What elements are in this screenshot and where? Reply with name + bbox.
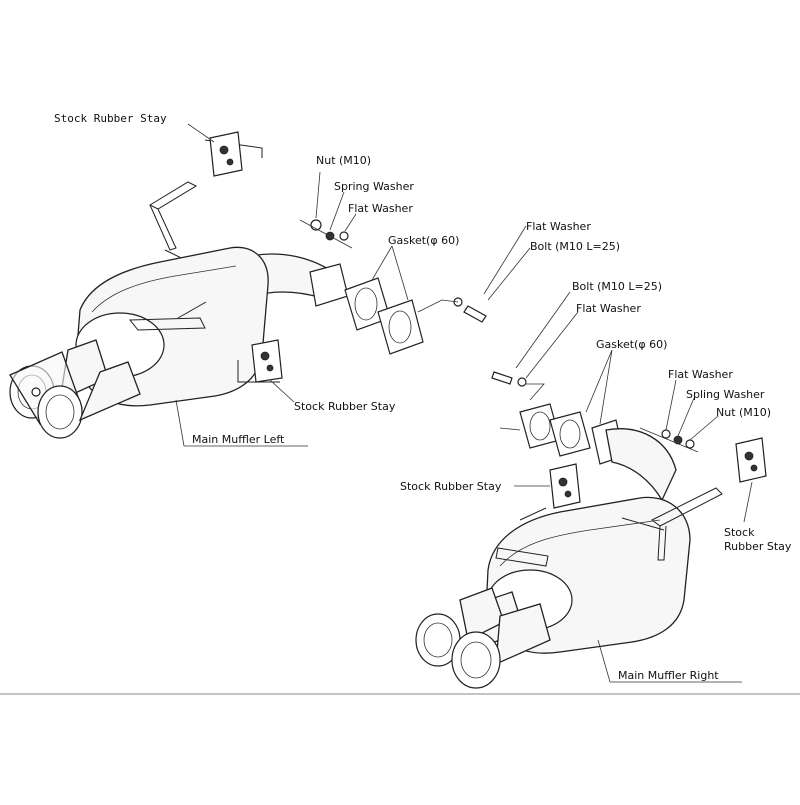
right-flat-washer-label: Flat Washer [576, 302, 641, 315]
left-pipe-flange [309, 263, 349, 307]
left-bolt-assembly [417, 297, 487, 323]
right-right-rubber-stay [735, 437, 767, 483]
right-nut-label: Nut (M10) [716, 406, 771, 419]
right-flat-washer-2-label: Flat Washer [668, 368, 733, 381]
left-flat-washer-2-label: Flat Washer [526, 220, 591, 233]
right-leader-lines [514, 291, 753, 683]
left-top-rubber-stay [209, 131, 243, 177]
left-muffler-label: Main Muffler Left [192, 433, 285, 446]
right-left-rubber-stay [549, 463, 581, 509]
right-right-stay-label-line2: Rubber Stay [724, 540, 792, 553]
left-leader-lines [175, 123, 531, 447]
right-muffler-label: Main Muffler Right [618, 669, 719, 682]
right-hardware [639, 427, 699, 453]
right-hanger-rod [621, 487, 723, 561]
left-spring-washer-label: Spring Washer [334, 180, 414, 193]
left-tail-tips [9, 339, 141, 439]
left-top-stay-label: Stock Rubber Stay [54, 112, 167, 125]
left-hardware [299, 219, 353, 249]
right-gasket-label: Gasket(φ 60) [596, 338, 667, 351]
right-connecting-pipe [591, 419, 677, 502]
left-lower-rubber-stay [251, 339, 283, 383]
right-bolt-label: Bolt (M10 L=25) [572, 280, 662, 293]
right-tail-tips [415, 587, 551, 689]
left-nut-label: Nut (M10) [316, 154, 371, 167]
right-assembly: Bolt (M10 L=25) Flat Washer Gasket(φ 60)… [400, 280, 792, 689]
left-gasket-label: Gasket(φ 60) [388, 234, 459, 247]
left-bolt-label: Bolt (M10 L=25) [530, 240, 620, 253]
left-assembly: Stock Rubber Stay Nut (M10) Spring Washe… [9, 112, 620, 447]
right-spring-washer-label: Spling Washer [686, 388, 765, 401]
left-flat-washer-label: Flat Washer [348, 202, 413, 215]
left-lower-stay-label: Stock Rubber Stay [294, 400, 396, 413]
right-bolt-assembly [491, 371, 545, 401]
left-gaskets [344, 277, 424, 355]
right-right-stay-label-line1: Stock [724, 526, 755, 539]
right-left-stay-label: Stock Rubber Stay [400, 480, 502, 493]
right-gaskets [499, 403, 591, 457]
